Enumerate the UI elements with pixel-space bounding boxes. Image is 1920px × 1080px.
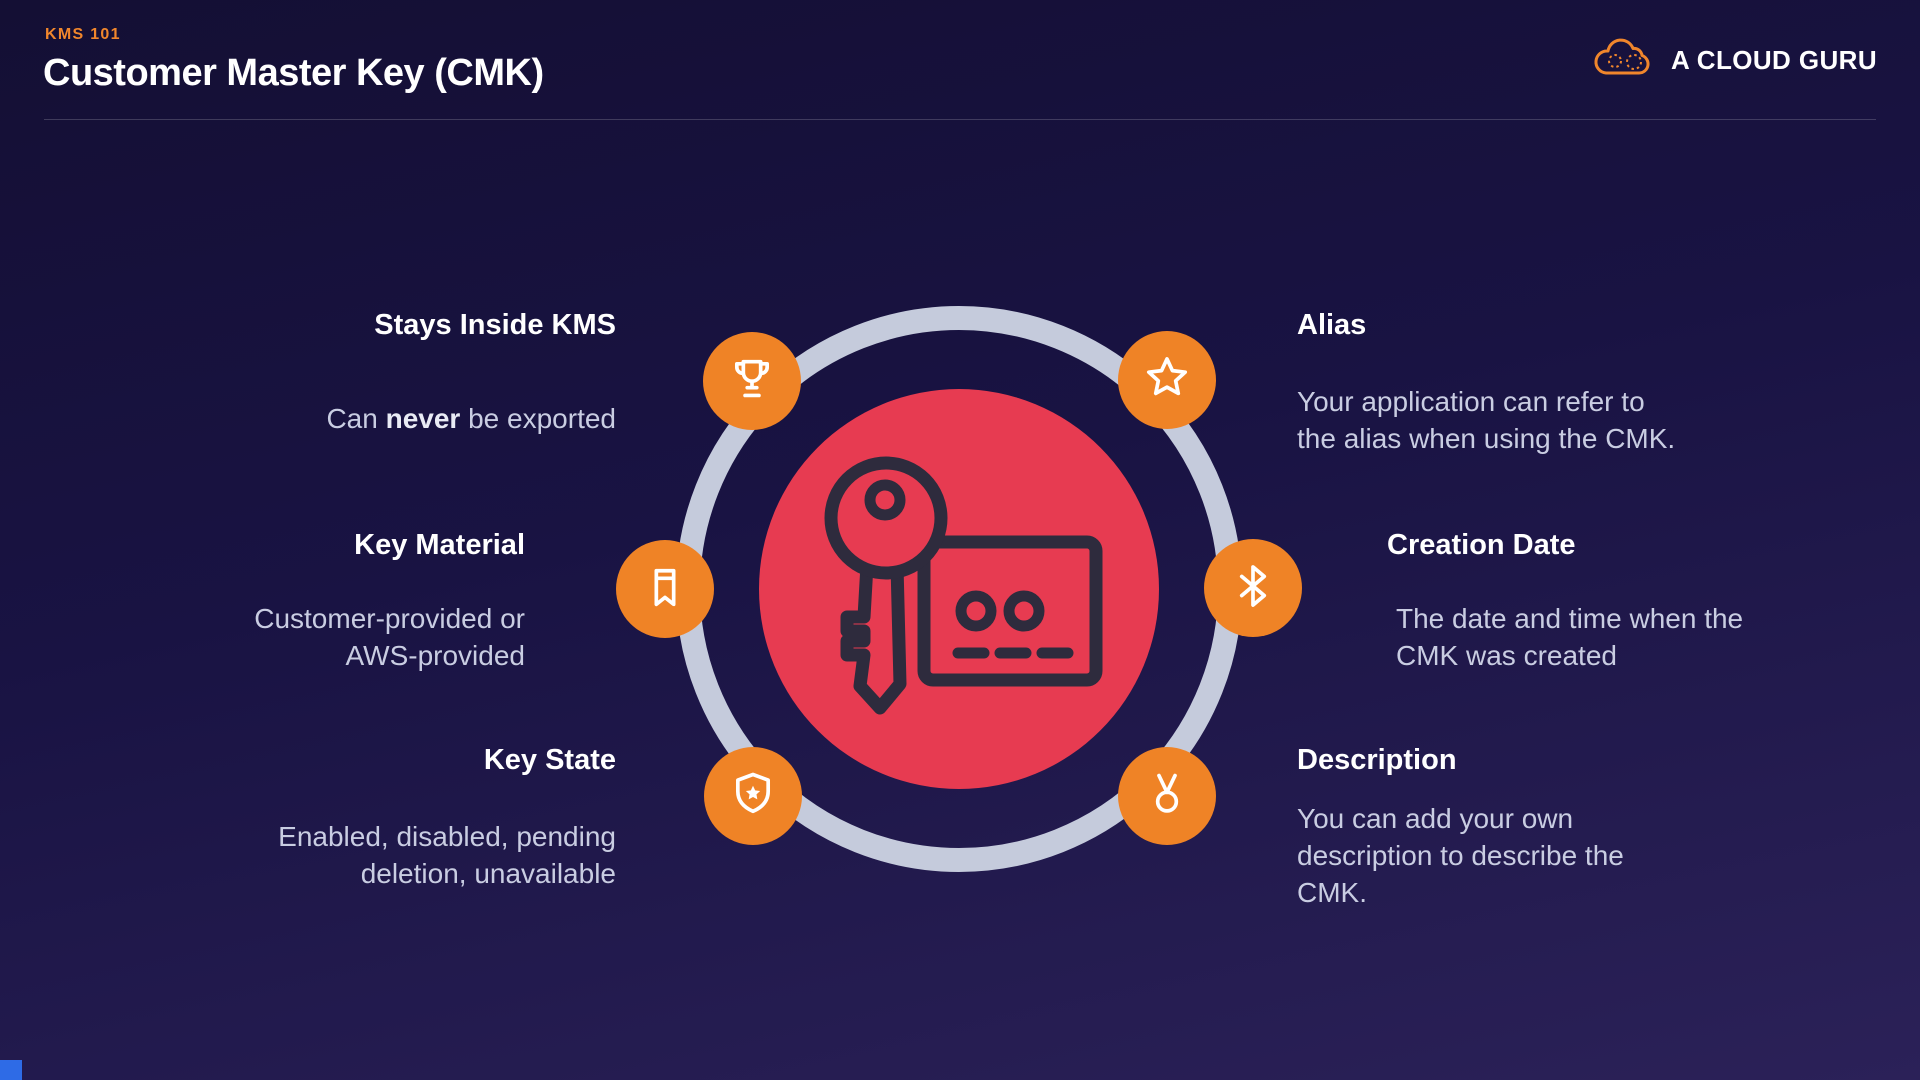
badge-key-material bbox=[616, 540, 714, 638]
body-creation-date: The date and time when the CMK was creat… bbox=[1396, 603, 1744, 671]
body-alias: Your application can refer to the alias … bbox=[1297, 386, 1676, 454]
heading-alias: Alias bbox=[1297, 309, 1367, 341]
heading-key-material: Key Material bbox=[354, 529, 525, 561]
trophy-icon bbox=[726, 353, 778, 410]
badge-key-state bbox=[704, 747, 802, 845]
heading-description: Description bbox=[1297, 744, 1457, 776]
shield-star-icon bbox=[727, 768, 779, 825]
body-suffix: be exported bbox=[460, 403, 616, 434]
body-description: You can add your own description to desc… bbox=[1297, 803, 1624, 908]
brand-logo: A CLOUD GURU bbox=[1591, 36, 1877, 85]
badge-description bbox=[1118, 747, 1216, 845]
body-key-state: Enabled, disabled, pending deletion, una… bbox=[278, 821, 616, 889]
course-kicker: KMS 101 bbox=[45, 26, 121, 43]
bookmark-icon bbox=[639, 561, 691, 618]
badge-stays-inside-kms bbox=[703, 332, 801, 430]
page-title: Customer Master Key (CMK) bbox=[43, 52, 544, 94]
heading-stays-inside-kms: Stays Inside KMS bbox=[374, 309, 616, 341]
heading-creation-date: Creation Date bbox=[1387, 529, 1576, 561]
heading-key-state: Key State bbox=[483, 744, 616, 776]
cloud-logo-icon bbox=[1591, 36, 1655, 85]
medal-icon bbox=[1141, 768, 1193, 825]
badge-alias bbox=[1118, 331, 1216, 429]
header-divider bbox=[44, 119, 1876, 120]
key-and-access-card-icon bbox=[820, 455, 1120, 740]
body-key-material: Customer-provided or AWS-provided bbox=[254, 603, 525, 671]
corner-artifact bbox=[0, 1060, 22, 1080]
brand-name: A CLOUD GURU bbox=[1670, 45, 1877, 75]
bluetooth-icon bbox=[1227, 560, 1279, 617]
body-bold: never bbox=[385, 403, 461, 434]
body-prefix: Can bbox=[326, 403, 386, 434]
badge-creation-date bbox=[1204, 539, 1302, 637]
star-icon bbox=[1141, 352, 1193, 409]
body-stays-inside-kms: Can never be exported bbox=[326, 400, 616, 437]
